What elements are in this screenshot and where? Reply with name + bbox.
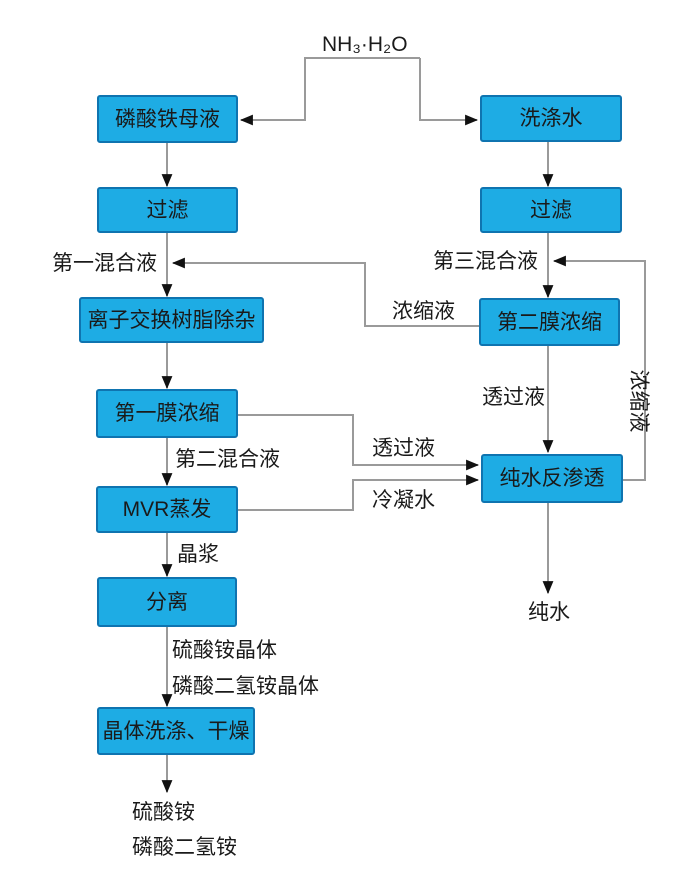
edge-permeate-left xyxy=(238,414,480,471)
label-nh3-h2o: NH₃·H₂O xyxy=(322,33,408,56)
label-first-mixture: 第一混合液 xyxy=(52,252,157,275)
label-third-mixture: 第三混合液 xyxy=(433,250,538,273)
label-pure-water: 纯水 xyxy=(528,601,570,624)
node-membrane1: 第一膜浓缩 xyxy=(96,389,238,438)
node-ion-exchange: 离子交换树脂除杂 xyxy=(79,297,264,343)
label-condensate: 冷凝水 xyxy=(372,489,435,512)
node-filter-right: 过滤 xyxy=(480,187,622,233)
node-fe-mother-liquor: 磷酸铁母液 xyxy=(97,95,238,143)
node-crystal-wash-dry: 晶体洗涤、干燥 xyxy=(97,707,255,755)
label-map: 磷酸二氢铵 xyxy=(132,836,237,859)
label-second-mixture: 第二混合液 xyxy=(175,448,280,471)
label-map-crystal: 磷酸二氢铵晶体 xyxy=(172,675,319,698)
node-membrane2: 第二膜浓缩 xyxy=(479,298,620,346)
node-filter-left: 过滤 xyxy=(97,187,238,233)
node-pure-water-ro: 纯水反渗透 xyxy=(481,454,623,503)
node-separation: 分离 xyxy=(97,577,237,627)
label-crystal-slurry: 晶浆 xyxy=(177,543,219,566)
edge-concentrate-feed xyxy=(171,257,479,327)
label-concentrate-feed: 浓缩液 xyxy=(392,300,455,323)
label-concentrate-return: 浓缩液 xyxy=(627,369,650,433)
label-ammonium-sulfate-crystal: 硫酸铵晶体 xyxy=(172,639,277,662)
label-ammonium-sulfate: 硫酸铵 xyxy=(132,801,195,824)
label-permeate-left: 透过液 xyxy=(372,437,435,460)
edge-condensate xyxy=(238,474,480,511)
node-wash-water: 洗涤水 xyxy=(480,95,622,142)
label-permeate-right: 透过液 xyxy=(482,386,545,409)
edge-concentrate-return xyxy=(552,255,646,481)
edge-nh3-to-left xyxy=(239,57,420,126)
edge-nh3-to-right xyxy=(419,58,479,126)
node-mvr-evaporation: MVR蒸发 xyxy=(96,486,238,533)
